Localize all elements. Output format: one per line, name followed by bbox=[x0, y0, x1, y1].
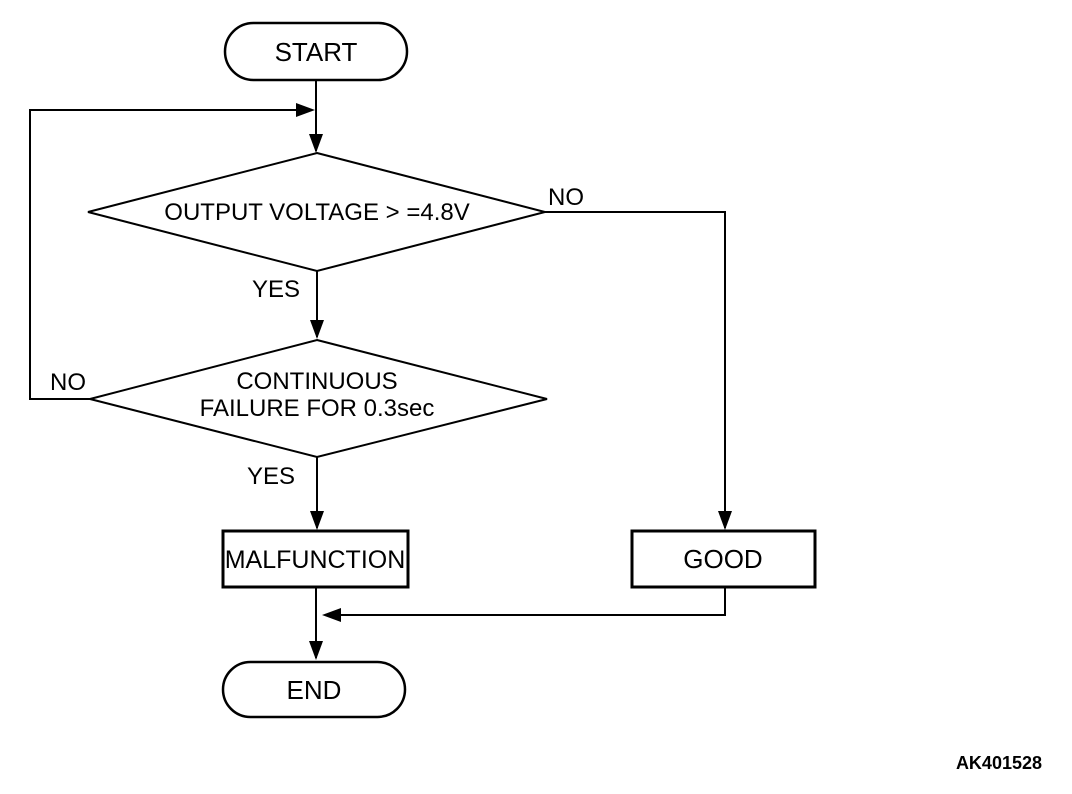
arrowhead-into-decision1 bbox=[309, 134, 323, 153]
arrowhead-join-left bbox=[322, 608, 341, 622]
node-malfunction: MALFUNCTION bbox=[221, 529, 410, 589]
end-terminator-shape bbox=[221, 660, 407, 719]
arrowhead-into-decision2 bbox=[310, 320, 324, 339]
node-start: START bbox=[223, 21, 409, 82]
node-end: END bbox=[221, 660, 407, 719]
decision2-yes-label: YES bbox=[247, 463, 295, 490]
node-decision-continuous-failure: CONTINUOUS FAILURE FOR 0.3sec bbox=[89, 338, 548, 459]
decision1-diamond-shape bbox=[87, 151, 549, 273]
arrowhead-loop-rejoin bbox=[296, 103, 315, 117]
arrowhead-into-good bbox=[718, 511, 732, 530]
decision1-label: OUTPUT VOLTAGE > =4.8V bbox=[164, 199, 469, 226]
good-box-shape bbox=[630, 529, 817, 589]
decision2-diamond-shape bbox=[89, 338, 548, 459]
decision1-no-label: NO bbox=[548, 184, 584, 211]
decision2-label-line2: FAILURE FOR 0.3sec bbox=[200, 395, 435, 422]
malfunction-label: MALFUNCTION bbox=[225, 546, 406, 574]
malfunction-box-shape bbox=[221, 529, 410, 589]
edge-good-to-join bbox=[340, 587, 726, 616]
edge-decision2-no-loop bbox=[29, 109, 297, 400]
figure-code: AK401528 bbox=[956, 753, 1042, 773]
arrowhead-into-malfunction bbox=[310, 511, 324, 530]
decision2-no-label: NO bbox=[50, 369, 86, 396]
decision2-label-line1: CONTINUOUS bbox=[236, 368, 397, 395]
start-label: START bbox=[275, 37, 358, 67]
end-label: END bbox=[287, 675, 342, 705]
decision1-yes-label: YES bbox=[252, 276, 300, 303]
arrowhead-into-end bbox=[309, 641, 323, 660]
node-good: GOOD bbox=[630, 529, 817, 589]
start-terminator-shape bbox=[223, 21, 409, 82]
edge-decision1-no-to-good bbox=[545, 211, 726, 528]
good-label: GOOD bbox=[683, 544, 762, 574]
node-decision-output-voltage: OUTPUT VOLTAGE > =4.8V bbox=[87, 151, 549, 273]
